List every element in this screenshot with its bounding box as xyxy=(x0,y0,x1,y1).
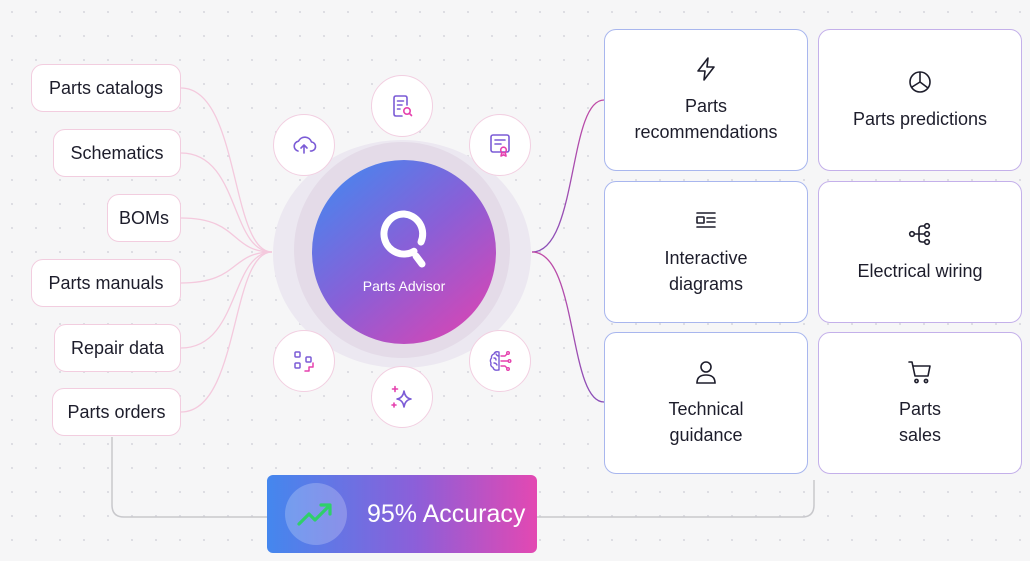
branch-icon xyxy=(908,222,931,246)
source-parts-manuals: Parts manuals xyxy=(31,259,181,307)
source-parts-orders: Parts orders xyxy=(52,388,181,436)
trend-up-icon xyxy=(297,503,332,526)
source-label: BOMs xyxy=(118,207,169,228)
upload-cloud-icon xyxy=(293,136,317,154)
orbit-sparkles xyxy=(371,366,433,428)
accuracy-label: 95% Accuracy xyxy=(367,499,526,528)
card-label: Parts predictions xyxy=(852,109,988,129)
certificate-icon xyxy=(490,134,510,157)
card-label: Parts recommendations xyxy=(634,96,778,142)
card-interactive-diagrams: Interactive diagrams xyxy=(604,181,808,323)
parts-advisor-hub: Parts Advisor xyxy=(312,160,496,344)
output-connectors xyxy=(531,99,605,403)
source-label: Parts catalogs xyxy=(48,77,164,98)
card-parts-sales: Parts sales xyxy=(818,332,1022,474)
cart-icon xyxy=(908,361,931,384)
user-icon xyxy=(696,361,716,384)
source-parts-catalogs: Parts catalogs xyxy=(31,64,181,112)
source-repair-data: Repair data xyxy=(54,324,181,372)
source-schematics: Schematics xyxy=(53,129,181,177)
card-label: Parts sales xyxy=(898,399,942,445)
card-parts-recommendations: Parts recommendations xyxy=(604,29,808,171)
document-search-icon xyxy=(393,95,413,117)
brain-circuit-icon xyxy=(489,350,512,372)
source-boms: BOMs xyxy=(107,194,181,242)
card-technical-guidance: Technical guidance xyxy=(604,332,808,474)
orbit-upload xyxy=(273,114,335,176)
sparkles-icon xyxy=(391,385,412,408)
accuracy-banner: 95% Accuracy xyxy=(267,475,537,553)
orbit-brain xyxy=(469,330,531,392)
card-label: Technical guidance xyxy=(668,399,744,445)
source-label: Parts orders xyxy=(67,401,166,422)
parts-advisor-logo-icon xyxy=(380,210,427,268)
layout-icon xyxy=(696,212,716,228)
hub-label: Parts Advisor xyxy=(362,278,446,294)
source-connectors xyxy=(180,87,273,413)
accuracy-icon-badge xyxy=(285,483,347,545)
pie-chart-icon xyxy=(909,71,931,93)
orbit-workflow xyxy=(273,330,335,392)
orbit-document-search xyxy=(371,75,433,137)
lightning-icon xyxy=(697,57,715,81)
workflow-icon xyxy=(294,351,314,372)
card-electrical-wiring: Electrical wiring xyxy=(818,181,1022,323)
source-label: Parts manuals xyxy=(48,272,164,293)
source-label: Repair data xyxy=(70,337,165,358)
card-parts-predictions: Parts predictions xyxy=(818,29,1022,171)
card-label: Electrical wiring xyxy=(857,261,983,281)
source-label: Schematics xyxy=(70,142,164,163)
orbit-certificate xyxy=(469,114,531,176)
accuracy-connector xyxy=(111,437,815,518)
card-label: Interactive diagrams xyxy=(664,248,748,294)
